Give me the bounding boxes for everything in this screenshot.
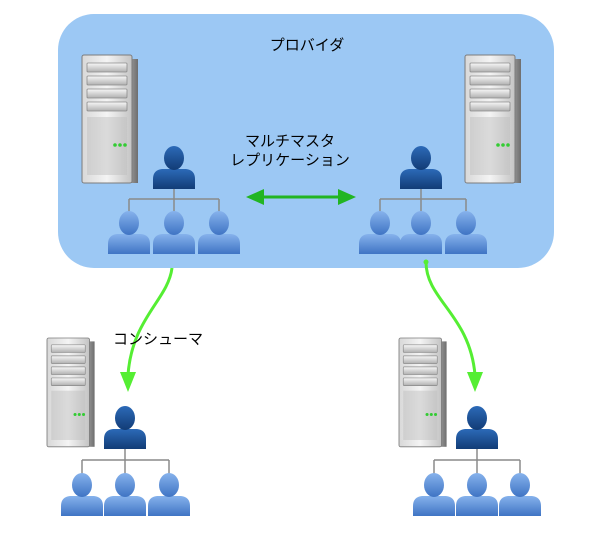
server-icon <box>46 337 96 448</box>
server-icon <box>398 337 448 448</box>
users-icon <box>61 473 103 516</box>
consumer-left-group <box>46 337 190 516</box>
replication-label-line2: レプリケーション <box>230 151 350 169</box>
provider-label: プロバイダ <box>270 36 344 54</box>
user-icon <box>104 406 146 449</box>
server-icon <box>464 54 522 184</box>
tree-connector <box>128 189 220 212</box>
provider-left-group <box>81 54 240 254</box>
flow-arrow-left <box>120 267 174 392</box>
tree-connector <box>81 449 170 474</box>
provider-right-group <box>359 54 522 254</box>
users-icon <box>104 473 146 516</box>
double-arrow-icon <box>246 189 356 205</box>
tree-connector <box>433 449 521 474</box>
consumer-label: コンシューマ <box>113 330 203 348</box>
replication-label-line1: マルチマスタ <box>245 132 335 150</box>
provider-box <box>58 14 554 268</box>
user-icon <box>456 406 498 449</box>
users-icon <box>148 473 190 516</box>
flow-arrow-right <box>423 259 483 392</box>
users-icon <box>499 473 541 516</box>
users-icon <box>456 473 498 516</box>
server-icon <box>81 54 139 184</box>
tree-connector <box>379 189 467 212</box>
users-icon <box>413 473 455 516</box>
consumer-right-group <box>398 337 541 516</box>
